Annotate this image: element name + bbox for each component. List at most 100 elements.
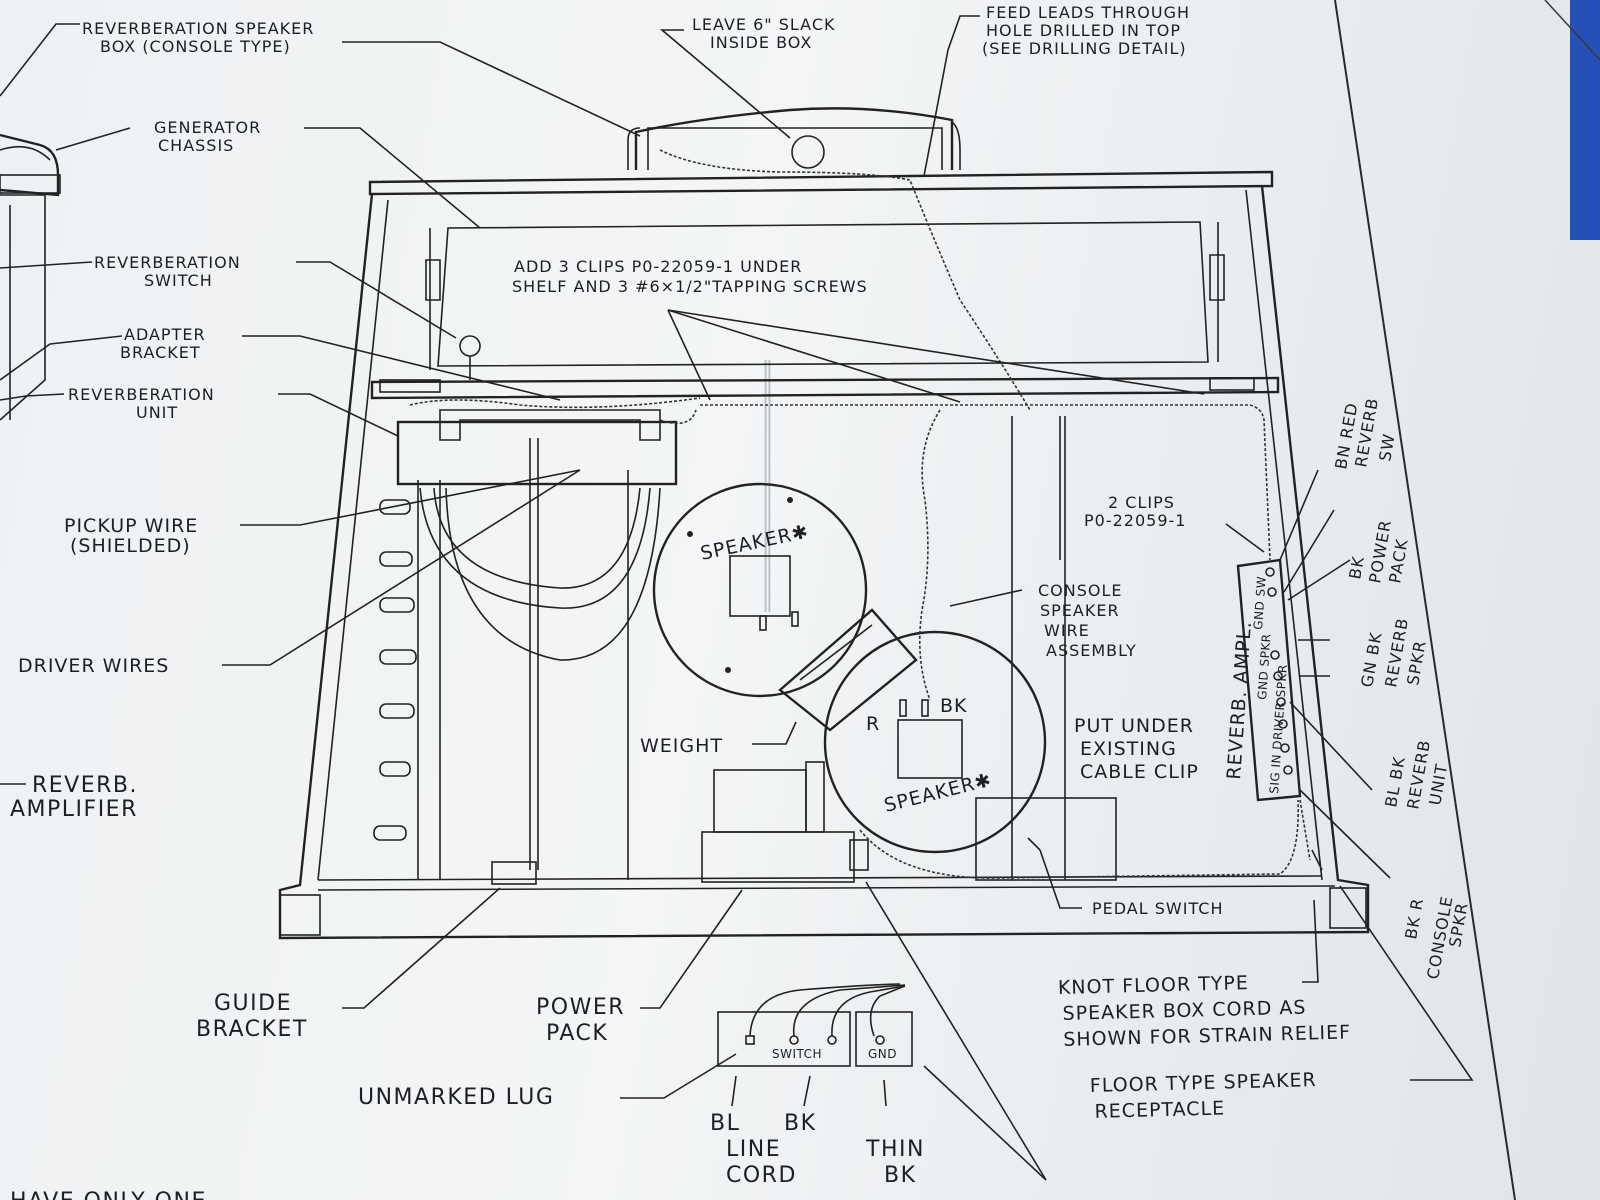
wiring-harness xyxy=(659,135,1323,879)
label-knot-line2: SPEAKER BOX CORD AS xyxy=(1062,997,1306,1025)
label-feed-leads-line2: HOLE DRILLED IN TOP xyxy=(986,21,1181,40)
label-bottom-cut: HAVE ONLY ONE xyxy=(10,1189,207,1200)
label-bn-red-line3: SW xyxy=(1375,432,1399,463)
power-pack xyxy=(701,761,869,883)
label-guide-line1: GUIDE xyxy=(214,991,292,1016)
label-term-gnd-sw: GND SW xyxy=(1251,576,1269,631)
label-add-clips-line2: SHELF AND 3 #6×1/2"TAPPING SCREWS xyxy=(512,277,868,296)
label-reverberation-speaker-box: REVERBERATION SPEAKER BOX (CONSOLE TYPE) xyxy=(82,19,314,56)
label-reverb-amp-line2: AMPLIFIER xyxy=(10,797,138,822)
label-adapter-line2: BRACKET xyxy=(120,343,201,362)
label-generator-line1: GENERATOR xyxy=(154,118,261,137)
label-leave-slack-line2: INSIDE BOX xyxy=(710,33,812,52)
label-power-line1: POWER xyxy=(536,995,625,1020)
label-knot-line1: KNOT FLOOR TYPE xyxy=(1058,972,1249,999)
label-line-cord-line1: LINE xyxy=(726,1137,781,1162)
label-thin-line1: THIN xyxy=(865,1137,925,1162)
label-bk-line-cord: BK xyxy=(784,1111,817,1136)
label-bk-r-line1: BK R xyxy=(1401,896,1427,940)
label-rev-unit-line1: REVERBERATION xyxy=(68,385,215,404)
reverberation-unit xyxy=(396,335,701,885)
label-bn-red-reverb-sw: BN RED REVERB SW xyxy=(1331,396,1399,471)
label-bk: BK xyxy=(940,695,968,717)
leader-lines xyxy=(0,15,1474,1181)
label-switch: SWITCH xyxy=(772,1047,822,1061)
label-pickup-line1: PICKUP WIRE xyxy=(64,515,198,537)
reverb-amplifier-tubes xyxy=(373,499,417,841)
pedal-switch-box xyxy=(975,797,1117,881)
label-leave-slack-line1: LEAVE 6" SLACK xyxy=(692,15,835,34)
label-pedal-switch: PEDAL SWITCH xyxy=(1092,899,1223,918)
bottom-speaker xyxy=(823,630,1047,854)
label-rev-switch-line1: REVERBERATION xyxy=(94,253,241,272)
top-speaker xyxy=(652,482,868,698)
label-power-pack: POWER PACK xyxy=(536,995,625,1046)
label-gnd: GND xyxy=(868,1047,897,1061)
label-floor-rec-line1: FLOOR TYPE SPEAKER xyxy=(1090,1069,1317,1097)
label-add-clips: ADD 3 CLIPS P0-22059-1 UNDER SHELF AND 3… xyxy=(512,257,868,296)
label-pickup-wire: PICKUP WIRE (SHIELDED) xyxy=(64,515,198,557)
label-console-line1: CONSOLE xyxy=(1038,581,1123,600)
label-two-clips-line1: 2 CLIPS xyxy=(1108,493,1175,512)
label-thin-line2: BK xyxy=(884,1163,917,1188)
label-thin-bk: THIN BK xyxy=(865,1137,925,1188)
label-power-line2: PACK xyxy=(546,1021,608,1046)
label-console-speaker-wire: CONSOLE SPEAKER WIRE ASSEMBLY xyxy=(1038,581,1137,660)
label-guide-line2: BRACKET xyxy=(196,1017,308,1042)
label-rev-speaker-box-line1: REVERBERATION SPEAKER xyxy=(82,19,314,38)
page-border-line xyxy=(1334,0,1516,1200)
label-floor-receptacle: FLOOR TYPE SPEAKER RECEPTACLE xyxy=(1090,1069,1317,1123)
label-knot-line3: SHOWN FOR STRAIN RELIEF xyxy=(1063,1021,1351,1051)
label-adapter-bracket: ADAPTER BRACKET xyxy=(120,325,206,362)
label-guide-bracket: GUIDE BRACKET xyxy=(196,991,308,1042)
label-term-sig-driver: SIG IN DRIVER SPKR xyxy=(1267,664,1290,794)
label-unmarked-lug: UNMARKED LUG xyxy=(358,1085,554,1110)
label-driver-wires: DRIVER WIRES xyxy=(18,655,169,677)
terminal-board xyxy=(1236,558,1302,802)
label-feed-leads: FEED LEADS THROUGH HOLE DRILLED IN TOP (… xyxy=(982,3,1190,58)
label-generator-line2: CHASSIS xyxy=(158,136,234,155)
label-bk-r-console-spkr: BK R CONSOLE SPKR xyxy=(1401,894,1472,981)
label-two-clips: 2 CLIPS P0-22059-1 xyxy=(1084,493,1186,530)
label-put-under-line1: PUT UNDER xyxy=(1074,715,1194,737)
label-put-under-line3: CABLE CLIP xyxy=(1080,761,1199,783)
power-pack-terminal-panel xyxy=(717,983,913,1067)
label-line-cord-line2: CORD xyxy=(726,1163,797,1188)
label-two-clips-line2: P0-22059-1 xyxy=(1084,511,1186,530)
label-r: R xyxy=(866,713,880,735)
label-reverb-amplifier: REVERB. AMPLIFIER xyxy=(10,773,138,822)
label-bl: BL xyxy=(710,1111,740,1136)
label-console-line3: WIRE xyxy=(1044,621,1090,640)
label-rev-speaker-box-line2: BOX (CONSOLE TYPE) xyxy=(100,37,291,56)
label-feed-leads-line3: (SEE DRILLING DETAIL) xyxy=(982,39,1187,58)
left-chassis-fragment xyxy=(0,133,61,421)
label-console-line4: ASSEMBLY xyxy=(1046,641,1137,660)
label-bl-bk-reverb-unit: BL BK REVERB UNIT xyxy=(1381,738,1451,811)
label-reverb-amp-line1: REVERB. xyxy=(32,773,138,798)
label-console-line2: SPEAKER xyxy=(1040,601,1120,620)
label-add-clips-line1: ADD 3 CLIPS P0-22059-1 UNDER xyxy=(514,257,802,276)
label-generator-chassis: GENERATOR CHASSIS xyxy=(154,118,261,155)
label-weight: WEIGHT xyxy=(640,735,723,757)
label-pickup-line2: (SHIELDED) xyxy=(70,535,191,557)
label-gn-bk-reverb-spkr: GN BK REVERB SPKR xyxy=(1357,616,1430,689)
label-bk-power-pack: BK POWER PACK xyxy=(1345,518,1412,585)
label-reverb-ampl: REVERB. AMPL. xyxy=(1223,620,1256,780)
speaker-cabinet xyxy=(278,107,1370,940)
label-rev-unit-line2: UNIT xyxy=(136,403,178,422)
label-feed-leads-line1: FEED LEADS THROUGH xyxy=(986,3,1190,22)
page-edge xyxy=(1544,0,1600,61)
label-term-gnd-spkr: GND SPKR xyxy=(1255,633,1274,700)
label-leave-slack: LEAVE 6" SLACK INSIDE BOX xyxy=(692,15,835,52)
label-reverberation-unit: REVERBERATION UNIT xyxy=(68,385,215,422)
label-rev-switch-line2: SWITCH xyxy=(144,271,213,290)
label-adapter-line1: ADAPTER xyxy=(124,325,206,344)
label-floor-rec-line2: RECEPTACLE xyxy=(1094,1097,1225,1122)
blue-background-edge xyxy=(1570,0,1600,240)
weight-block xyxy=(778,608,918,732)
label-bk-power-line1: BK xyxy=(1345,554,1368,580)
label-reverberation-switch: REVERBERATION SWITCH xyxy=(94,253,241,290)
label-line-cord: LINE CORD xyxy=(726,1137,797,1188)
